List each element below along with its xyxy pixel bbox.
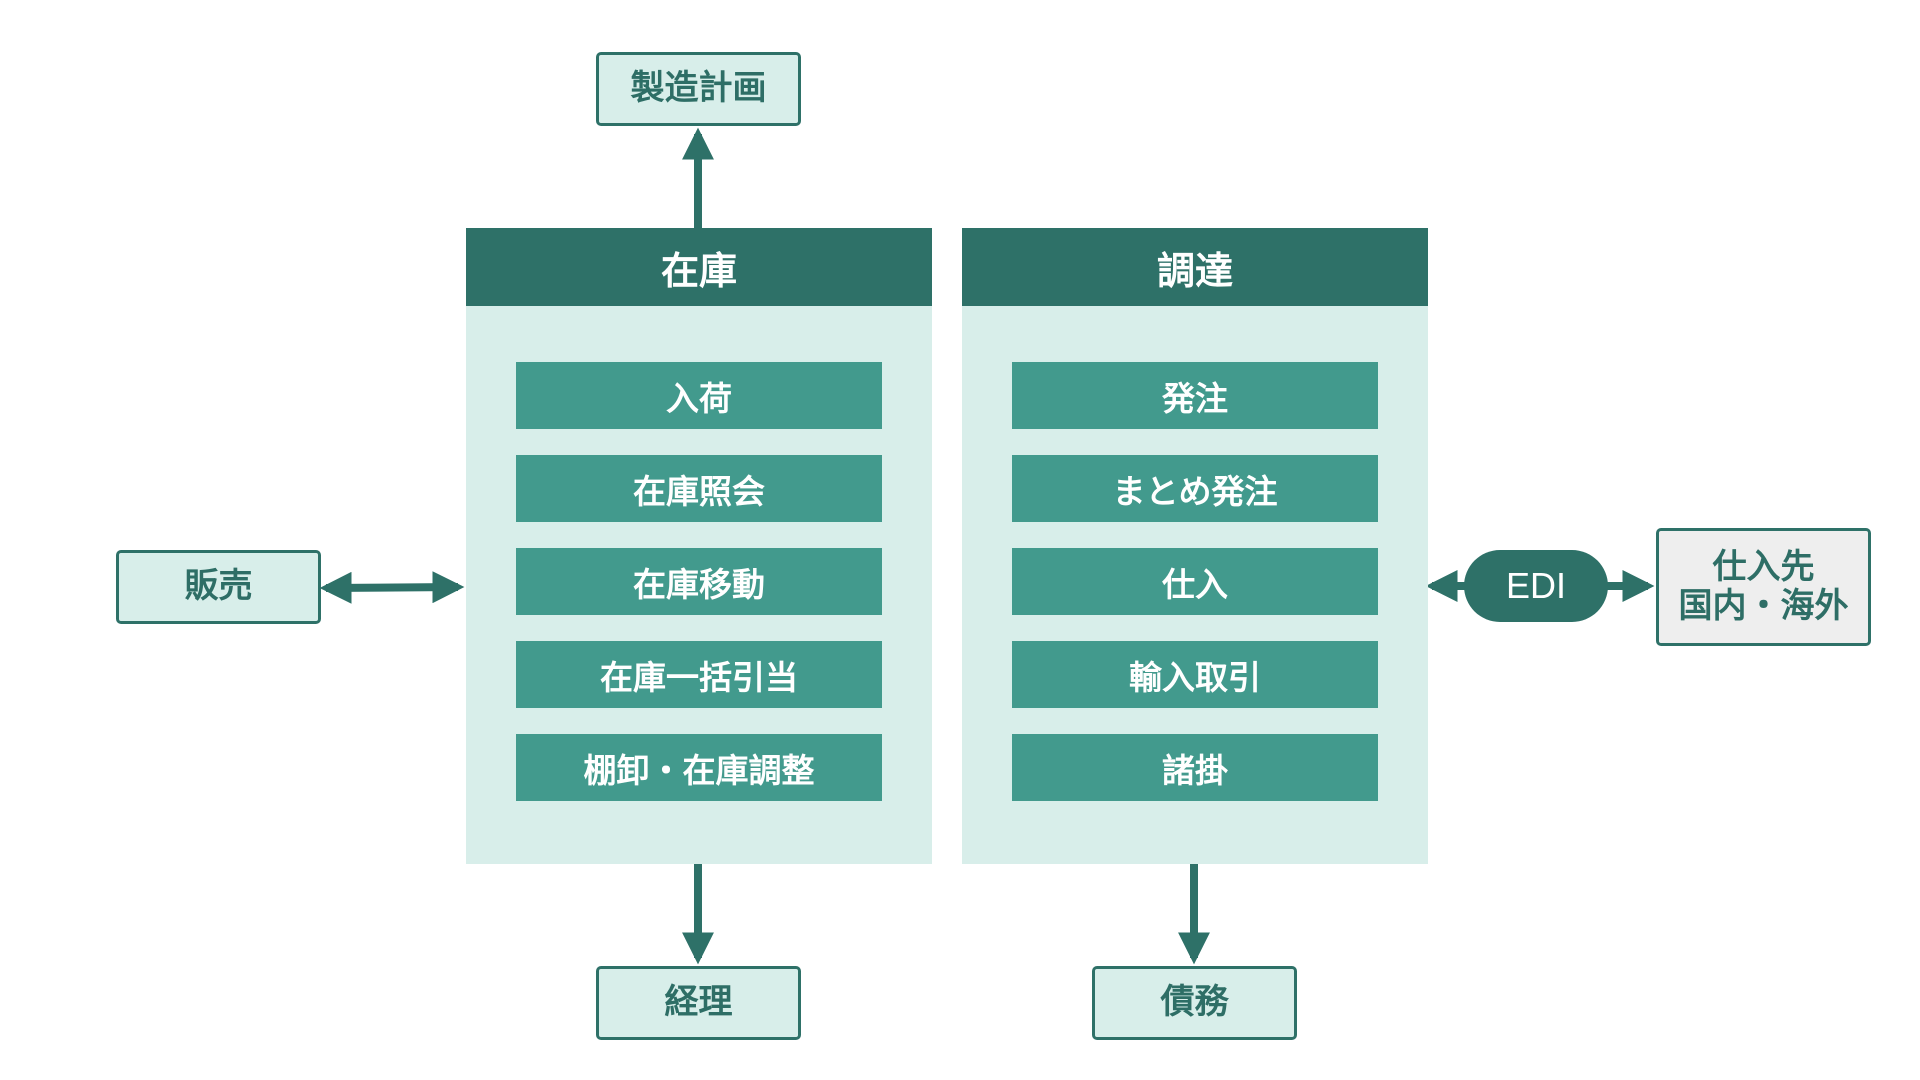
sales-box: 販売 — [116, 550, 321, 624]
inventory-item-transfer: 在庫移動 — [516, 548, 882, 615]
arrow-sales-inventory — [319, 571, 465, 604]
inventory-item-bulk-allocation: 在庫一括引当 — [516, 641, 882, 708]
procurement-item-import: 輸入取引 — [1012, 641, 1378, 708]
procurement-item-label: 発注 — [1162, 378, 1228, 418]
edi-badge: EDI — [1464, 550, 1608, 622]
inventory-panel: 在庫 入荷 在庫照会 在庫移動 在庫一括引当 棚卸・在庫調整 — [466, 228, 932, 864]
inventory-item-label: 在庫移動 — [633, 564, 765, 604]
accounting-box: 経理 — [596, 966, 801, 1040]
inventory-item-label: 入荷 — [666, 378, 732, 418]
procurement-item-label: 諸掛 — [1162, 750, 1228, 790]
procurement-item-order: 発注 — [1012, 362, 1378, 429]
payables-label: 債務 — [1160, 982, 1229, 1023]
procurement-panel-header: 調達 — [962, 228, 1428, 306]
supplier-box: 仕入先 国内・海外 — [1656, 528, 1871, 646]
procurement-item-extra-costs: 諸掛 — [1012, 734, 1378, 801]
inventory-panel-header: 在庫 — [466, 228, 932, 306]
inventory-item-label: 在庫照会 — [633, 471, 765, 511]
inventory-item-receiving: 入荷 — [516, 362, 882, 429]
payables-box: 債務 — [1092, 966, 1297, 1040]
supplier-label-line1: 仕入先 — [1712, 546, 1815, 587]
procurement-item-label: まとめ発注 — [1112, 471, 1278, 511]
sales-label: 販売 — [184, 566, 253, 607]
inventory-panel-title: 在庫 — [660, 248, 737, 293]
manufacturing-plan-label: 製造計画 — [630, 68, 767, 109]
procurement-panel-title: 調達 — [1156, 248, 1233, 293]
procurement-item-label: 仕入 — [1162, 564, 1228, 604]
procurement-item-purchase: 仕入 — [1012, 548, 1378, 615]
accounting-label: 経理 — [664, 982, 733, 1023]
inventory-item-inquiry: 在庫照会 — [516, 455, 882, 522]
procurement-panel: 調達 発注 まとめ発注 仕入 輸入取引 諸掛 — [962, 228, 1428, 864]
inventory-item-stocktake: 棚卸・在庫調整 — [516, 734, 882, 801]
inventory-item-label: 在庫一括引当 — [600, 657, 798, 697]
supplier-label-line2: 国内・海外 — [1678, 586, 1849, 626]
procurement-item-label: 輸入取引 — [1129, 657, 1261, 697]
inventory-item-label: 棚卸・在庫調整 — [583, 750, 815, 790]
edi-label: EDI — [1505, 565, 1566, 606]
manufacturing-plan-box: 製造計画 — [596, 52, 801, 126]
procurement-item-batch-order: まとめ発注 — [1012, 455, 1378, 522]
